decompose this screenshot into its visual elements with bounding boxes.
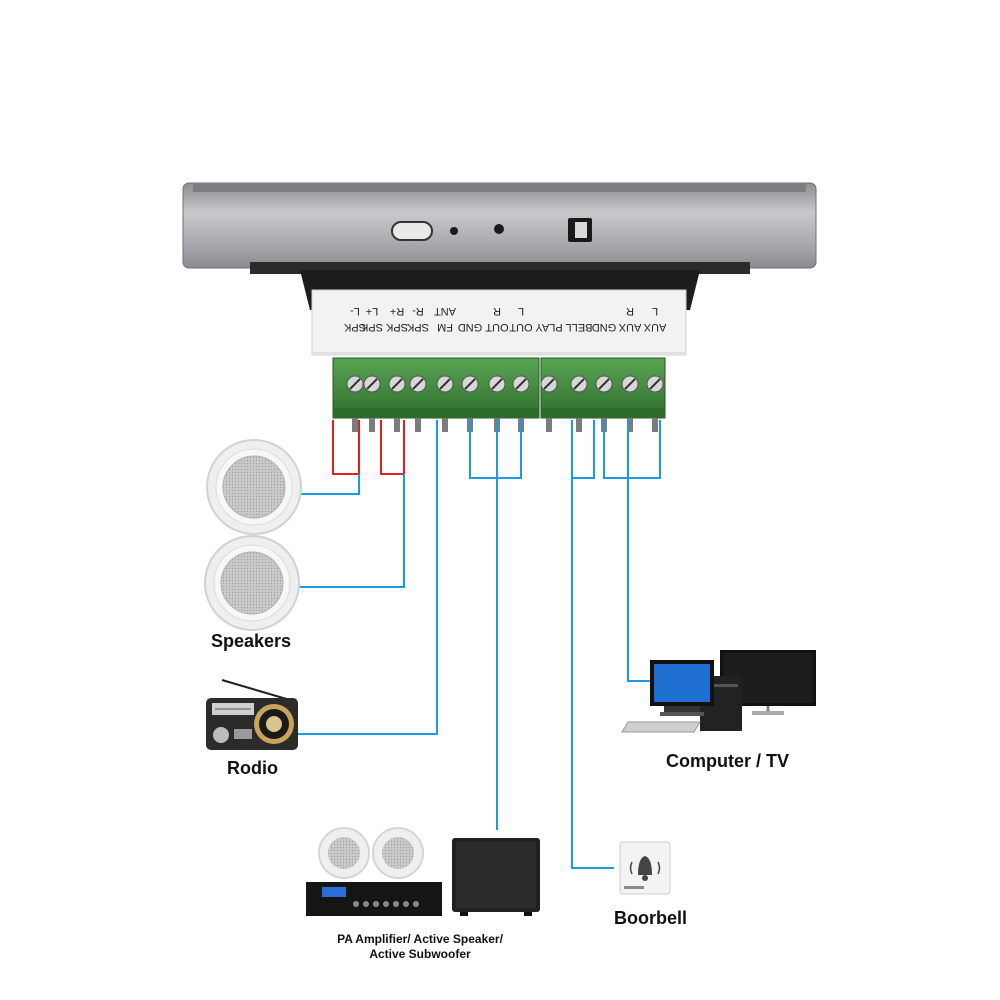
computer-tv-icon xyxy=(621,650,816,733)
terminal-text: AUX xyxy=(618,321,641,333)
terminal-label-0: SPK L- xyxy=(343,305,366,333)
speakers-label: Speakers xyxy=(211,631,292,651)
terminal-text: SPK xyxy=(406,321,429,333)
terminal-text: OUT xyxy=(485,321,509,333)
terminal-text: L+ xyxy=(366,305,379,317)
terminal-block-left xyxy=(332,357,540,419)
terminal-screw-12 xyxy=(646,375,664,432)
terminal-text: R+ xyxy=(390,305,404,317)
pa-amplifier-label: PA Amplifier/ Active Speaker/ Active Sub… xyxy=(300,932,540,962)
led-hole-1 xyxy=(450,227,458,235)
pa-amplifier-icon xyxy=(306,827,540,916)
terminal-label-10: GND xyxy=(592,321,617,333)
computer-tv-label: Computer / TV xyxy=(666,751,790,771)
terminal-screw-3 xyxy=(409,375,427,432)
terminal-label-6: OUT R xyxy=(485,305,509,333)
terminal-text: BELL xyxy=(566,321,593,333)
terminal-text: GND xyxy=(592,321,617,333)
terminal-label-1: SPK L+ xyxy=(360,305,383,333)
terminal-text: R xyxy=(493,305,501,317)
pa-label-line-1: PA Amplifier/ Active Speaker/ xyxy=(337,932,503,946)
wire-aux-computer xyxy=(627,478,651,682)
wire-aux-group xyxy=(603,420,661,479)
slide-switch[interactable] xyxy=(568,218,592,242)
terminal-label-4: FM ANT xyxy=(434,305,456,333)
terminal-text: GND xyxy=(458,321,483,333)
terminal-screw-9 xyxy=(570,375,588,432)
terminal-text: OUT xyxy=(509,321,533,333)
led-hole-2 xyxy=(494,224,504,234)
terminal-label-9: BELL xyxy=(566,321,593,333)
terminal-text: AUX xyxy=(643,321,666,333)
terminal-label-12: AUX L xyxy=(643,305,666,333)
radio-icon xyxy=(206,679,298,750)
terminal-screw-4 xyxy=(436,375,454,432)
terminal-label-11: AUX R xyxy=(618,305,641,333)
wire-fm-ant xyxy=(295,420,438,735)
terminal-screw-0 xyxy=(346,375,364,432)
terminal-screw-11 xyxy=(621,375,639,432)
terminal-text: L xyxy=(652,305,658,317)
wire-play-bell xyxy=(571,420,595,479)
terminal-label-3: SPK R- xyxy=(406,305,429,333)
terminal-screw-2 xyxy=(388,375,406,432)
radio-label: Rodio xyxy=(227,758,278,778)
pa-label-line-2: Active Subwoofer xyxy=(369,947,471,961)
terminal-text: L xyxy=(518,305,524,317)
terminal-text: ANT xyxy=(434,305,456,317)
terminal-label-2: SPK R+ xyxy=(385,305,408,333)
wire-spk-r-minus xyxy=(297,474,405,588)
doorbell-label: Boorbell xyxy=(614,908,688,928)
wire-spk-l-plus xyxy=(299,474,360,495)
wire-spk-r-plus xyxy=(380,420,405,475)
wiring xyxy=(295,420,661,869)
wire-spk-l-minus xyxy=(332,420,360,475)
terminal-screw-1 xyxy=(363,375,381,432)
wire-doorbell xyxy=(571,478,614,869)
ceiling-speaker-1 xyxy=(206,439,302,535)
terminal-text: SPK xyxy=(343,321,366,333)
terminal-label-8: PLAY xyxy=(535,321,563,333)
terminal-text: R xyxy=(626,305,634,317)
terminal-screw-8 xyxy=(540,375,558,432)
terminal-text: R- xyxy=(412,305,424,317)
ceiling-speaker-2 xyxy=(204,535,300,631)
doorbell-icon xyxy=(619,841,671,895)
terminal-text: L- xyxy=(350,305,360,317)
terminal-text: SPK xyxy=(385,321,408,333)
terminal-label-5: GND xyxy=(458,321,483,333)
terminal-label-strip xyxy=(311,289,687,356)
reset-button[interactable] xyxy=(391,221,433,241)
terminal-text: PLAY xyxy=(535,321,563,333)
terminal-text: FM xyxy=(437,321,453,333)
terminal-label-7: OUT L xyxy=(509,305,533,333)
terminal-text: SPK xyxy=(360,321,383,333)
wire-out-group xyxy=(469,420,522,479)
